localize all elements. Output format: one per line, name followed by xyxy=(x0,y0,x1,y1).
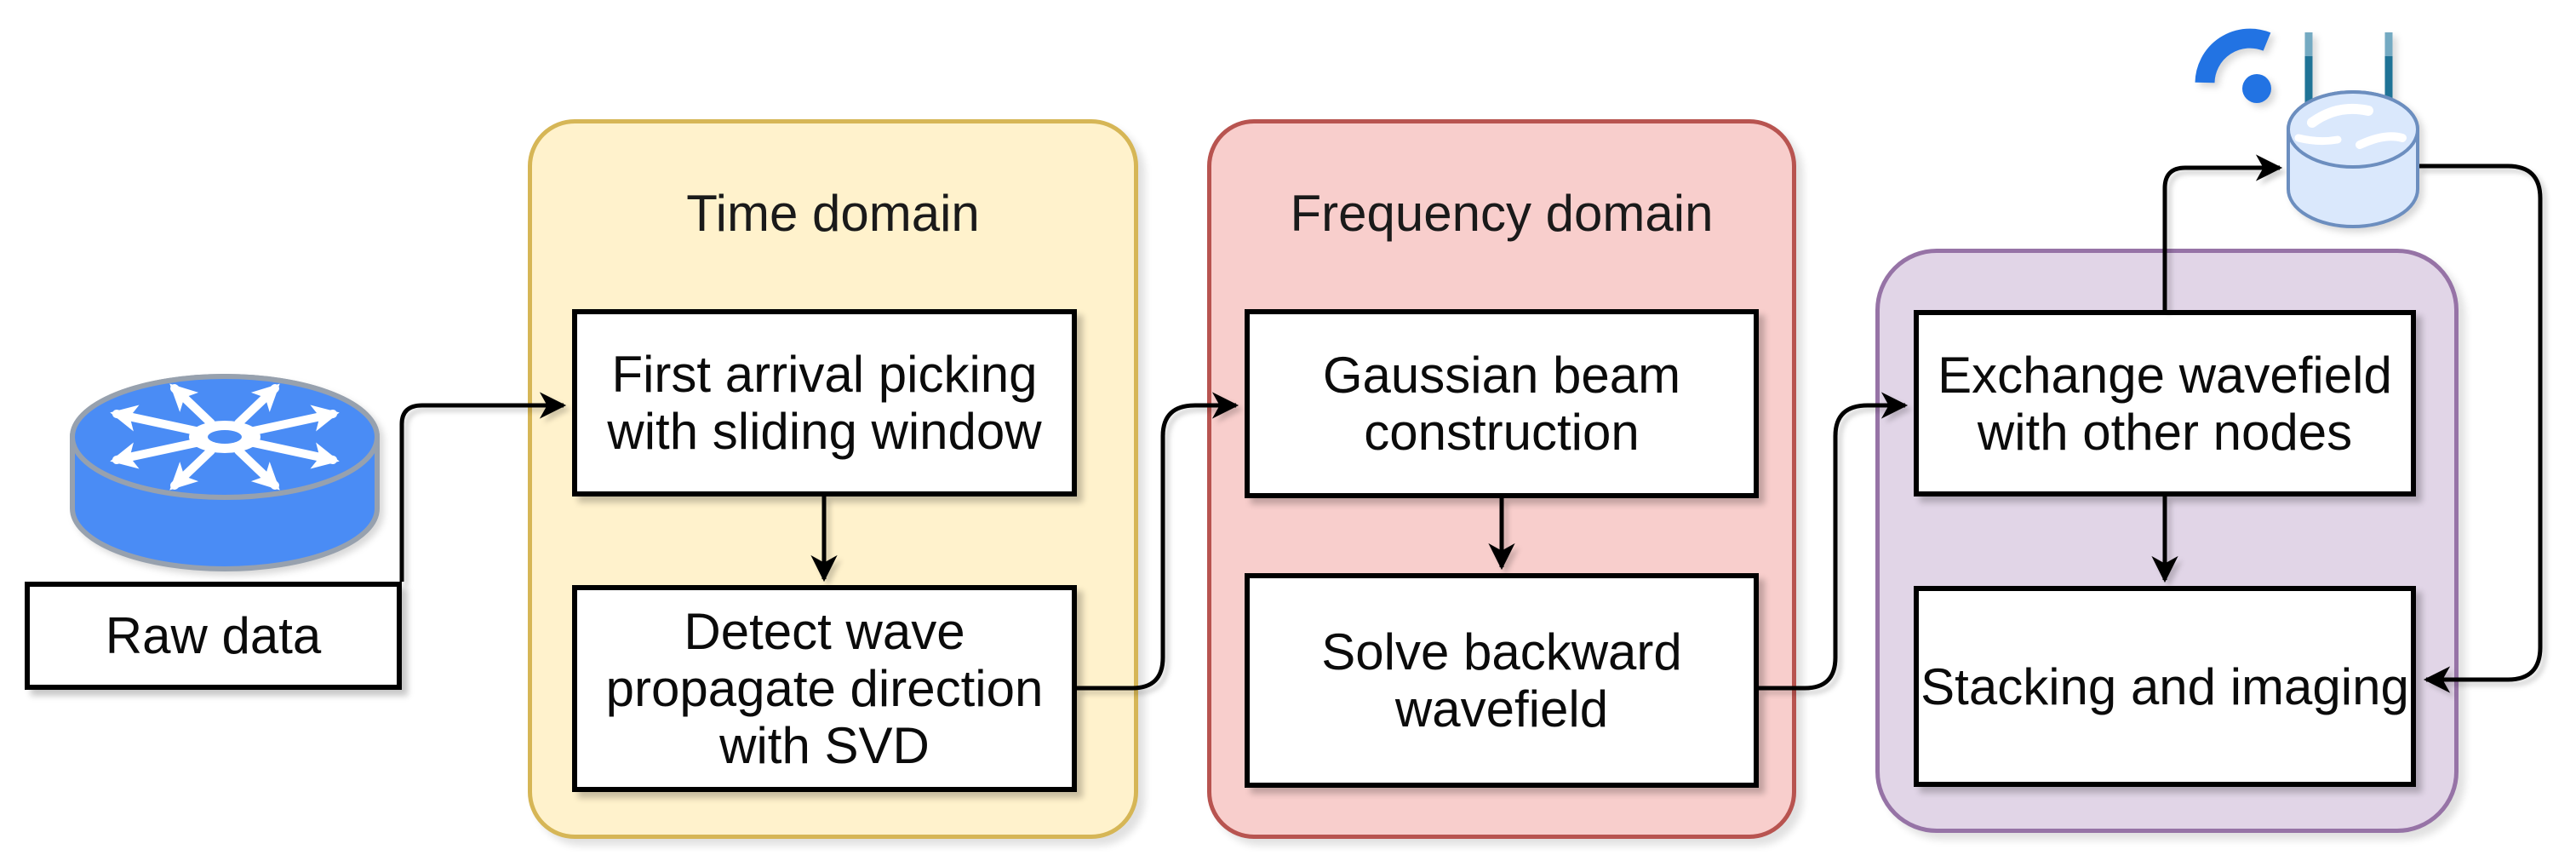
group-title-frequency-domain: Frequency domain xyxy=(1290,185,1714,242)
box-text-line: Exchange wavefield xyxy=(1938,346,2392,404)
box-detect-wave-svd: Detect wave propagate direction with SVD xyxy=(572,585,1077,792)
router-arrows xyxy=(110,383,340,491)
box-text-line: First arrival picking xyxy=(611,346,1038,403)
box-text-line: propagate direction xyxy=(605,660,1044,717)
group-title-time-domain: Time domain xyxy=(686,185,980,242)
wireless-router-icon xyxy=(2195,28,2419,228)
box-text-line: Solve backward xyxy=(1321,623,1682,680)
box-gaussian-beam: Gaussian beam construction xyxy=(1245,309,1759,498)
box-text-line: with sliding window xyxy=(607,403,1042,460)
antenna-icon xyxy=(2304,32,2393,115)
router-icon xyxy=(70,374,380,571)
wifi-signal-icon xyxy=(2195,28,2271,103)
box-exchange-wavefield: Exchange wavefield with other nodes xyxy=(1914,310,2416,497)
box-raw-data: Raw data xyxy=(25,582,402,690)
box-text-line: with SVD xyxy=(719,717,930,774)
box-text-line: wavefield xyxy=(1394,680,1609,738)
box-text-line: Gaussian beam xyxy=(1322,347,1681,404)
box-text-line: Raw data xyxy=(105,607,322,664)
box-text-line: Detect wave xyxy=(684,603,965,660)
box-text-line: with other nodes xyxy=(1977,403,2353,461)
box-text-line: construction xyxy=(1364,404,1640,461)
box-text-line: Stacking and imaging xyxy=(1921,657,2409,715)
box-first-arrival-picking: First arrival picking with sliding windo… xyxy=(572,309,1077,497)
box-solve-backward-wavefield: Solve backward wavefield xyxy=(1245,573,1759,788)
box-stacking-imaging: Stacking and imaging xyxy=(1914,586,2416,787)
